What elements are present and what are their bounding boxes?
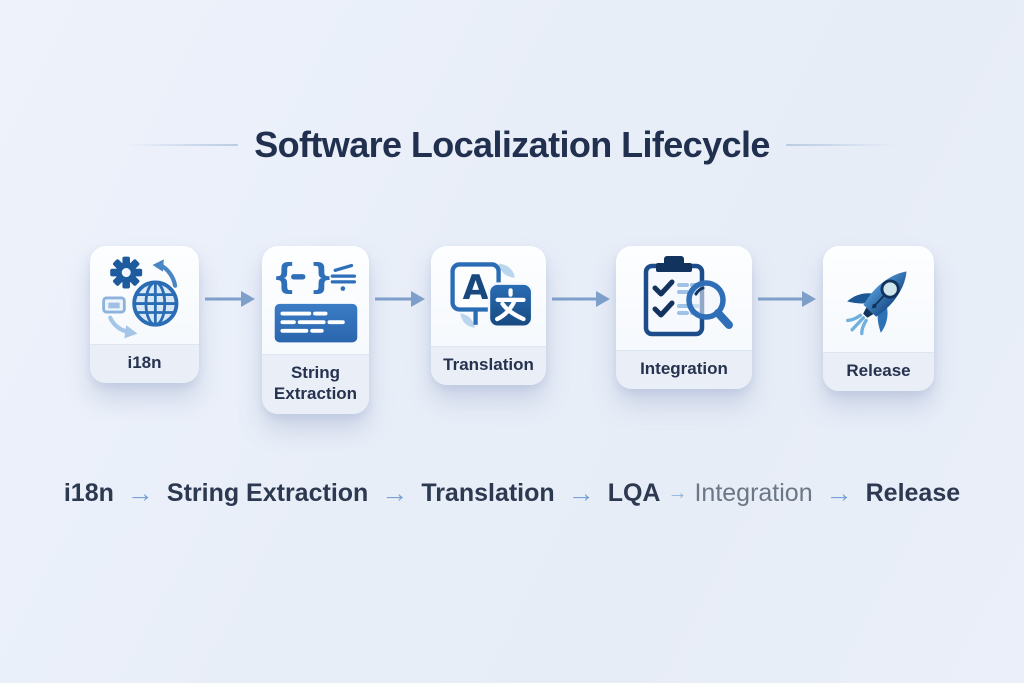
flow-arrow-icon: → <box>667 482 688 504</box>
connector-arrow-icon <box>205 291 255 307</box>
flow-step-i18n: i18n <box>63 478 114 507</box>
step-card-i18n: i18n <box>90 246 199 383</box>
gear-globe-icon <box>101 256 178 339</box>
step-card-release: Release <box>823 246 934 391</box>
card-label: String Extraction <box>262 353 369 414</box>
flow-step-release: Release <box>865 478 961 507</box>
rocket-icon <box>845 271 906 336</box>
title-rule-left <box>126 144 239 146</box>
svg-text:}: } <box>309 257 334 297</box>
flow-arrow-icon: → <box>126 477 154 508</box>
flow-step-translation: Translation <box>421 478 555 507</box>
title-rule-right <box>785 144 898 146</box>
step-card-integration: Integration <box>616 246 752 389</box>
card-label: Release <box>823 352 934 391</box>
step-card-string-extraction: { } String Extraction <box>262 246 369 414</box>
process-flow-row: i18n → String Extraction → Translation →… <box>0 470 1024 516</box>
code-braces-icon: { } <box>271 257 357 343</box>
flow-arrow-icon: → <box>567 477 595 508</box>
svg-text:A: A <box>462 268 488 307</box>
connector-arrow-icon <box>375 291 425 307</box>
step-card-translation: A Translation <box>431 246 546 385</box>
card-label: i18n <box>90 344 199 383</box>
flow-step-string-extraction: String Extraction <box>166 478 369 507</box>
page-title: Software Localization Lifecycle <box>254 124 770 165</box>
flow-arrow-icon: → <box>825 477 853 508</box>
card-label: Translation <box>431 346 546 385</box>
card-label: Integration <box>616 350 752 389</box>
connector-arrow-icon <box>552 291 610 307</box>
title-row: Software Localization Lifecycle <box>0 124 1024 166</box>
connector-arrow-icon <box>758 291 816 307</box>
flow-arrow-icon: → <box>381 477 409 508</box>
flow-step-lqa: LQA <box>607 478 661 507</box>
clipboard-search-icon <box>643 256 733 337</box>
translate-icon: A <box>449 262 533 329</box>
flow-step-integration: Integration <box>694 478 813 507</box>
